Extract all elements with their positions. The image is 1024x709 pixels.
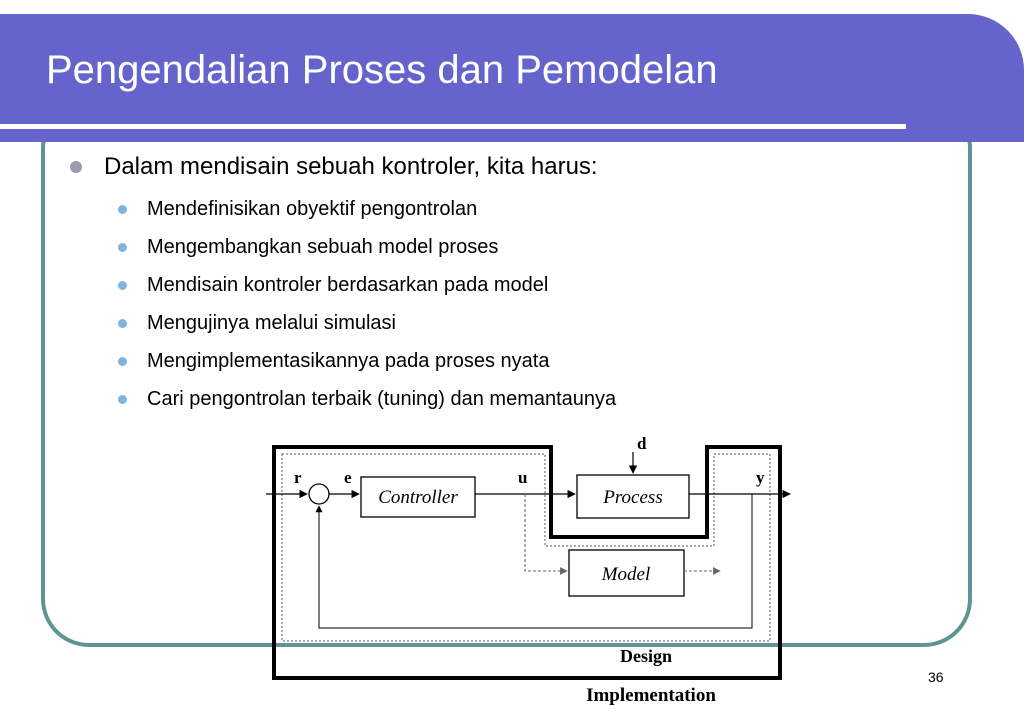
sub-bullet-text: Mengembangkan sebuah model proses: [147, 235, 499, 258]
sub-bullet-dot-icon: [118, 394, 127, 404]
process-block: [576, 474, 690, 519]
main-bullet-text: Dalam mendisain sebuah kontroler, kita h…: [104, 153, 598, 180]
signal-u-label: u: [518, 468, 527, 487]
design-boundary: [281, 453, 771, 642]
sub-bullet-list: Mendefinisikan obyektif pengontrolan Men…: [118, 190, 930, 418]
sub-bullet-dot-icon: [118, 242, 127, 252]
signal-e-label: e: [344, 468, 352, 487]
sub-bullet-item: Mengembangkan sebuah model proses: [118, 228, 930, 266]
sub-bullet-item: Cari pengontrolan terbaik (tuning) dan m…: [118, 380, 930, 418]
model-block: [568, 549, 685, 597]
main-bullet: Dalam mendisain sebuah kontroler, kita h…: [70, 150, 930, 184]
sub-bullet-item: Mendefinisikan obyektif pengontrolan: [118, 190, 930, 228]
sub-bullet-text: Mendisain kontroler berdasarkan pada mod…: [147, 273, 549, 296]
sub-bullet-text: Mendefinisikan obyektif pengontrolan: [147, 197, 478, 220]
title-band: [0, 14, 1024, 142]
summing-junction: [308, 483, 330, 505]
sub-bullet-text: Cari pengontrolan terbaik (tuning) dan m…: [147, 387, 617, 410]
sub-bullet-dot-icon: [118, 280, 127, 290]
model-input-line: [524, 494, 568, 575]
process-label: Process: [602, 487, 662, 508]
sub-bullet-item: Mengimplementasikannya pada proses nyata: [118, 342, 930, 380]
title-rule: [0, 124, 906, 129]
implementation-label: Implementation: [586, 685, 716, 706]
implementation-boundary: [272, 445, 782, 680]
design-label: Design: [620, 646, 672, 666]
slide-content: Dalam mendisain sebuah kontroler, kita h…: [70, 150, 930, 418]
signal-r-label: r: [294, 468, 302, 487]
slide-title: Pengendalian Proses dan Pemodelan: [46, 48, 718, 92]
control-diagram: Controller Process Model r e u d y Desig…: [266, 434, 791, 706]
signal-d-label: d: [637, 434, 647, 453]
page-number: 36: [928, 669, 944, 685]
slide-frame: [41, 100, 972, 647]
sub-bullet-item: Mengujinya melalui simulasi: [118, 304, 930, 342]
model-label: Model: [601, 564, 651, 585]
sub-bullet-text: Mengimplementasikannya pada proses nyata: [147, 349, 550, 372]
sub-bullet-text: Mengujinya melalui simulasi: [147, 311, 396, 334]
signal-y-label: y: [756, 468, 765, 487]
sub-bullet-dot-icon: [118, 318, 127, 328]
bullet-dot-icon: [70, 161, 82, 173]
feedback-line: [315, 494, 753, 629]
controller-label: Controller: [378, 487, 458, 508]
sub-bullet-item: Mendisain kontroler berdasarkan pada mod…: [118, 266, 930, 304]
controller-block: [360, 476, 476, 518]
sub-bullet-dot-icon: [118, 356, 127, 366]
sub-bullet-dot-icon: [118, 204, 127, 214]
